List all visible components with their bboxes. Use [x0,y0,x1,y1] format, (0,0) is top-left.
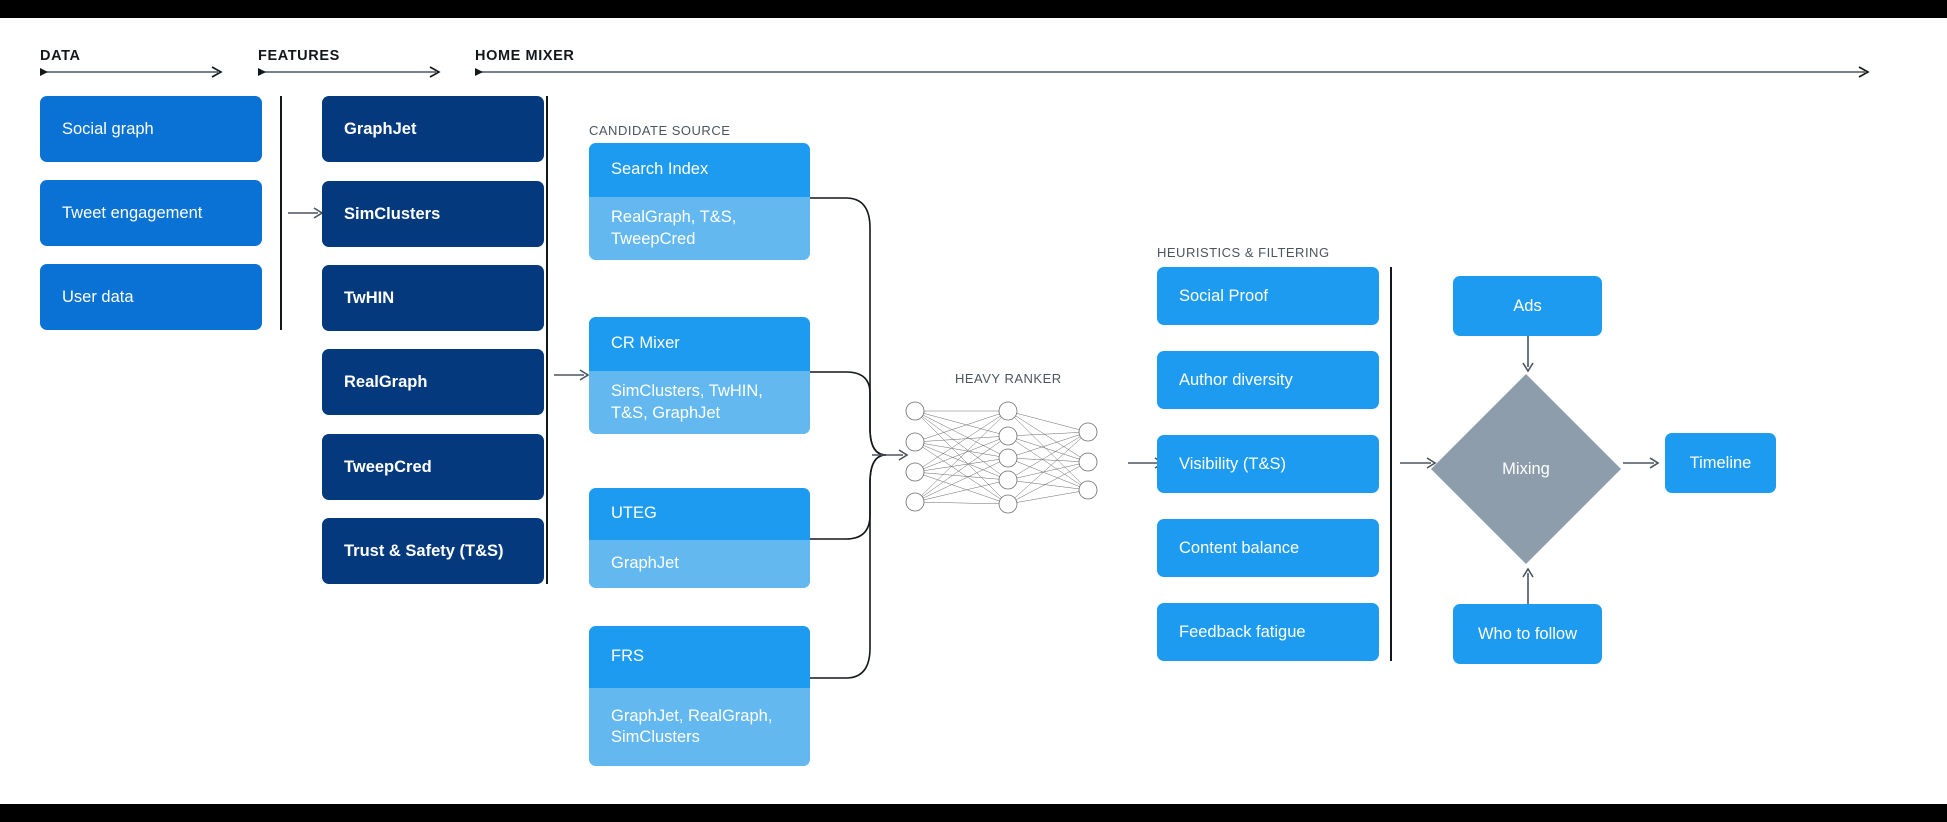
divider-heuristics-output [1390,267,1392,661]
heuristic-box-label: Visibility (T&S) [1179,454,1286,473]
feature-box-label: RealGraph [344,372,428,391]
heuristic-box-social-proof[interactable]: Social Proof [1157,267,1379,325]
feature-box-tweepcred[interactable]: TweepCred [322,434,544,500]
candidate-source-card-uteg[interactable]: UTEG GraphJet [589,488,810,588]
candidate-source-card-frs[interactable]: FRS GraphJet, RealGraph,SimClusters [589,626,810,766]
output-box-label: Ads [1513,296,1542,315]
mixing-label: Mixing [1502,459,1550,478]
candidate-source-name: FRS [611,647,644,666]
phase-label-home-mixer: HOME MIXER [475,48,575,64]
heavy-ranker-label: HEAVY RANKER [955,371,1062,386]
output-box-label: Who to follow [1477,624,1578,643]
candidate-source-body: RealGraph, T&S,TweepCred [589,197,810,260]
data-box-label: User data [62,287,134,306]
candidate-source-features: GraphJet, RealGraph,SimClusters [611,706,773,746]
heuristic-box-label: Social Proof [1179,286,1268,305]
divider-features-mixer [546,96,548,584]
heuristic-box-author-diversity[interactable]: Author diversity [1157,351,1379,409]
output-box-timeline[interactable]: Timeline [1665,433,1776,493]
phase-label-data: DATA [40,48,81,64]
feature-box-label: GraphJet [344,119,417,138]
heavy-ranker-network [905,401,1098,514]
output-box-ads[interactable]: Ads [1453,276,1602,336]
candidate-source-features: GraphJet [611,554,679,573]
arrow-features-to-candidates [554,369,590,381]
data-box-label: Tweet engagement [62,203,203,222]
output-box-who-to-follow[interactable]: Who to follow [1453,604,1602,664]
feature-box-trust-safety[interactable]: Trust & Safety (T&S) [322,518,544,584]
candidate-source-card-cr-mixer[interactable]: CR Mixer SimClusters, TwHIN,T&S, GraphJe… [589,317,810,434]
feature-box-realgraph[interactable]: RealGraph [322,349,544,415]
arrow-heuristics-to-mixing [1400,457,1437,469]
output-box-label: Timeline [1689,453,1752,472]
feature-box-simclusters[interactable]: SimClusters [322,181,544,247]
heuristic-box-visibility[interactable]: Visibility (T&S) [1157,435,1379,493]
arrow-data-to-features [288,207,324,219]
candidate-source-connectors [810,197,887,679]
candidate-source-name: CR Mixer [611,334,680,353]
feature-box-twhin[interactable]: TwHIN [322,265,544,331]
data-box-label: Social graph [62,119,154,138]
arrow-who-to-follow-to-mixing [1522,567,1534,604]
heuristic-box-label: Author diversity [1179,370,1293,389]
candidate-source-body: SimClusters, TwHIN,T&S, GraphJet [589,371,810,434]
candidate-source-card-search-index[interactable]: Search Index RealGraph, T&S,TweepCred [589,143,810,260]
feature-box-graphjet[interactable]: GraphJet [322,96,544,162]
candidate-source-features: RealGraph, T&S,TweepCred [611,208,737,248]
candidate-source-body: GraphJet [589,540,810,588]
heuristic-box-label: Feedback fatigue [1179,622,1306,641]
heuristic-box-feedback-fatigue[interactable]: Feedback fatigue [1157,603,1379,661]
heuristics-section-label: HEURISTICS & FILTERING [1157,245,1330,260]
candidate-source-header: CR Mixer [589,317,810,371]
heuristic-box-label: Content balance [1179,538,1300,557]
phase-arrow-data [40,66,223,78]
data-box-social-graph[interactable]: Social graph [40,96,262,162]
phase-arrow-features [258,66,441,78]
divider-data-features [280,96,282,330]
arrow-candidates-to-ranker [872,449,909,461]
candidate-source-features: SimClusters, TwHIN,T&S, GraphJet [611,382,763,422]
candidate-source-header: UTEG [589,488,810,540]
arrow-ads-to-mixing [1522,336,1534,373]
mixing-diamond[interactable]: Mixing [1431,374,1621,564]
candidate-source-section-label: CANDIDATE SOURCE [589,123,731,138]
feature-box-label: TwHIN [344,288,395,307]
candidate-source-body: GraphJet, RealGraph,SimClusters [589,688,810,766]
diamond-shape [1431,374,1621,564]
feature-box-label: Trust & Safety (T&S) [344,541,504,560]
diagram-canvas: DATA FEATURES HOME MIXER Social graph Tw… [0,18,1947,804]
candidate-source-header: Search Index [589,143,810,197]
phase-label-features: FEATURES [258,48,340,64]
feature-box-label: SimClusters [344,204,441,223]
candidate-source-name: Search Index [611,160,709,179]
arrow-mixing-to-timeline [1623,457,1660,469]
candidate-source-name: UTEG [611,504,657,523]
feature-box-label: TweepCred [344,457,432,476]
phase-arrow-home-mixer [475,66,1870,78]
heuristic-box-content-balance[interactable]: Content balance [1157,519,1379,577]
candidate-source-header: FRS [589,626,810,688]
data-box-tweet-engagement[interactable]: Tweet engagement [40,180,262,246]
data-box-user-data[interactable]: User data [40,264,262,330]
